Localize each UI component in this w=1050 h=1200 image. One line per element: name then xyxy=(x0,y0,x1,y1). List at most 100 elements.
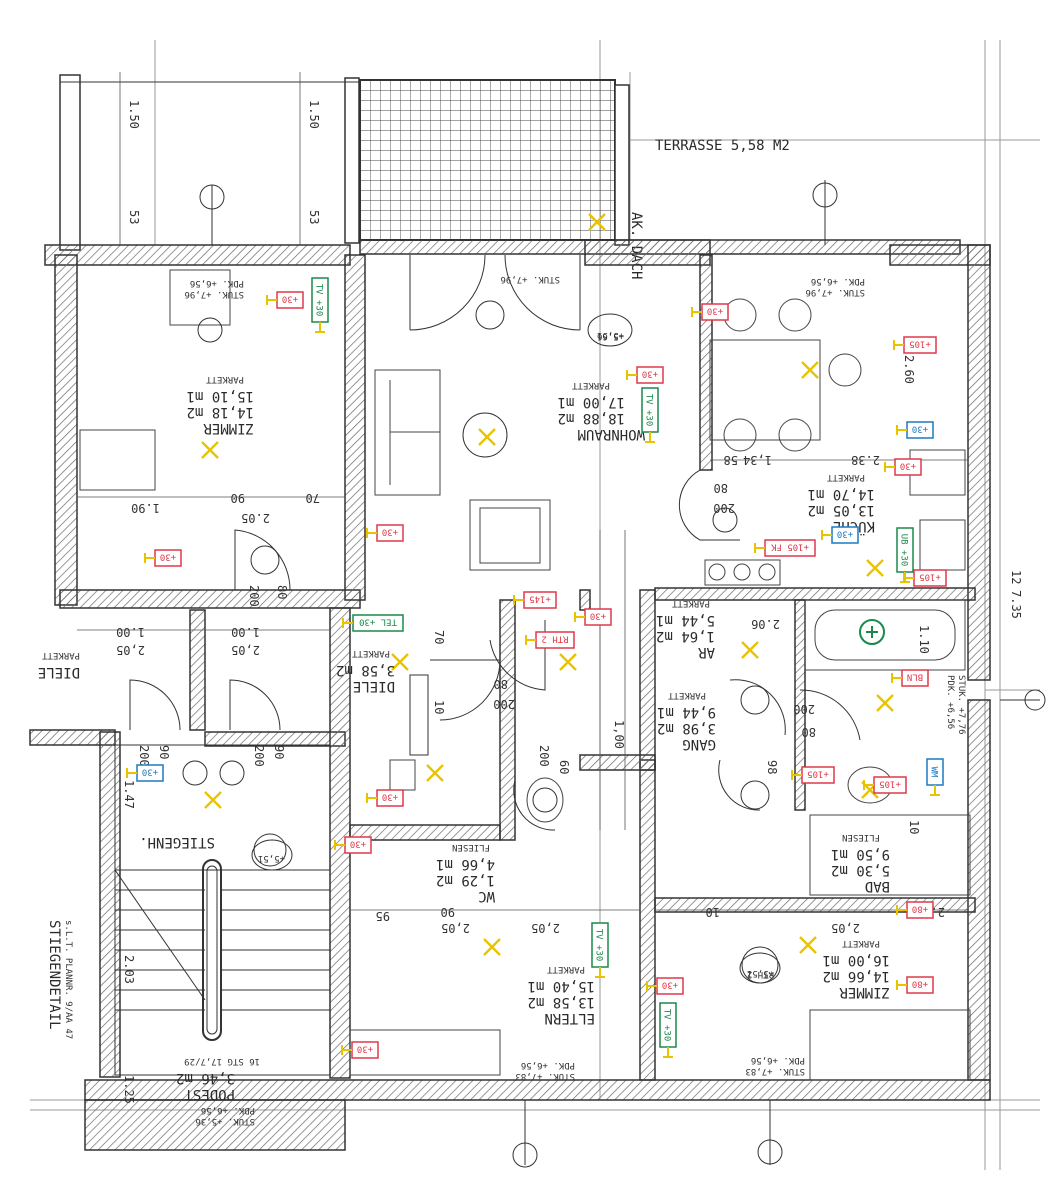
floor-height: PDK. +6,56 xyxy=(751,1055,805,1065)
terrace-label: TERRASSE 5,58 M2 xyxy=(655,138,790,154)
outlet-tag-label: +105 xyxy=(879,779,901,789)
room-floor: FLIESEN xyxy=(452,842,490,852)
outlet-tag: TV +30 xyxy=(311,277,329,333)
dimension: 80 xyxy=(714,481,728,495)
socket-icon xyxy=(896,905,907,915)
room-label-eltern: ELTERN 13,58 m2 15,40 m1 PARKETT xyxy=(528,964,595,1026)
room-floor: PARKETT xyxy=(205,374,244,384)
outlet-tag-label: +30 xyxy=(707,306,723,316)
outlet-tag-label: +30 xyxy=(382,792,398,802)
ceiling-height: STUK. +7,83 xyxy=(745,1066,805,1076)
room-label-zimmer1: ZIMMER 14,18 m2 15,10 m1 PARKETT xyxy=(187,374,254,436)
floor-height: PDK. +6,56 xyxy=(811,276,865,286)
outlet-tag-label: +30 xyxy=(160,552,176,562)
room-area: 1,64 m2 xyxy=(656,628,715,644)
room-perimeter: 14,70 m1 xyxy=(808,486,875,502)
ceiling-light-icon xyxy=(797,934,819,956)
room-perimeter: 15,10 m1 xyxy=(187,388,254,404)
room-name: AR xyxy=(698,644,715,660)
outlet-tag-label: +30 xyxy=(357,1044,373,1054)
socket-icon xyxy=(266,295,277,305)
ceiling-light-icon xyxy=(481,936,503,958)
outlet-tag-label: +30 xyxy=(912,424,928,434)
floor-height: PDK. +6,56 xyxy=(945,675,955,729)
dimension: 60 xyxy=(557,760,571,774)
room-name: PODEST xyxy=(184,1086,235,1102)
ceiling-light-icon xyxy=(199,439,221,461)
smoke-detectors xyxy=(251,313,781,984)
smoke-detector-value: +5,51 xyxy=(747,968,774,978)
room-floor: PARKETT xyxy=(841,938,880,948)
ceiling-light-icon xyxy=(476,426,498,448)
dimension: 7.35 xyxy=(1009,590,1023,619)
socket-icon xyxy=(334,840,345,850)
dimension: 200 xyxy=(713,501,735,515)
socket-icon xyxy=(663,1047,673,1058)
terrace: TERRASSE 5,58 M2 AK. DACH xyxy=(59,74,790,279)
outlet-tag: TV +30 xyxy=(659,1002,677,1058)
socket-icon xyxy=(863,780,874,790)
outlet-tag-label: +105 xyxy=(807,769,829,779)
room-labels: ZIMMER 14,18 m2 15,10 m1 PARKETT WOHNRAU… xyxy=(38,374,890,1102)
outlet-tag: +30 xyxy=(884,458,922,476)
room-perimeter: 5,44 m1 xyxy=(656,612,715,628)
floor-height: PDK. +6,56 xyxy=(521,1060,575,1070)
outlet-tag-label: +105 xyxy=(919,572,941,582)
ceiling-height: STUK. +7,76 xyxy=(956,675,966,735)
dimension: 10 xyxy=(706,905,720,919)
socket-icon xyxy=(930,785,940,796)
room-name: ZIMMER xyxy=(203,420,254,436)
room-label-podest: PODEST 3,46 m2 16 STG 17,7/29 xyxy=(176,1056,260,1102)
dimension: 1.50 xyxy=(307,100,321,129)
dimension: 1.25 xyxy=(122,1075,136,1104)
outlet-tag-label: +145 xyxy=(529,594,551,604)
outlet-tag: +30 xyxy=(574,608,612,626)
outlet-tag-label: +30 xyxy=(382,527,398,537)
ceiling-light-icon xyxy=(874,692,896,714)
ceiling-light-icon xyxy=(424,762,446,784)
outlet-tag: +30 xyxy=(144,549,182,567)
outlet-tag-label: BLN xyxy=(907,672,923,682)
socket-icon xyxy=(645,432,655,443)
dimension: 1.47 xyxy=(122,780,136,809)
dimension: 53 xyxy=(127,210,141,224)
dimension: 2,05 xyxy=(231,643,260,657)
dimension: 2,05 xyxy=(531,921,560,935)
dimension: 2,05 xyxy=(831,921,860,935)
room-floor: PARKETT xyxy=(826,472,865,482)
room-label-gang: GANG 3,98 m2 9,44 m1 PARKETT xyxy=(657,690,716,752)
socket-icon xyxy=(821,530,832,540)
dimension: 80 xyxy=(494,677,508,691)
outlet-tag: +105 xyxy=(863,776,907,794)
outlet-tag-label: TEL +30 xyxy=(359,617,397,627)
dimension: 2,05 xyxy=(441,921,470,935)
outlet-tag: +30 xyxy=(691,303,729,321)
socket-icon xyxy=(893,340,904,350)
smoke-detector-value: +5,51 xyxy=(597,330,624,340)
stair-detail-note: STIEGENDETAIL s.L.T. PLANNR. 9/AA 47 xyxy=(46,920,73,1039)
room-area: 18,88 m2 xyxy=(558,410,625,426)
room-area: 14,18 m2 xyxy=(187,404,254,420)
dimension: 1.00 xyxy=(116,625,145,639)
socket-icon xyxy=(513,595,524,605)
dimension: 53 xyxy=(307,210,321,224)
outlet-tag: +30 xyxy=(366,789,404,807)
dimension: 1.10 xyxy=(917,625,931,654)
outlet-tag: +80 xyxy=(896,901,934,919)
room-perimeter: 17,00 m1 xyxy=(558,394,625,410)
outlet-tag-label: TV +30 xyxy=(314,284,324,317)
socket-icon xyxy=(691,307,702,317)
dimension: 58 xyxy=(724,453,738,467)
socket-icon xyxy=(891,673,902,683)
outlet-tag: +30 xyxy=(341,1041,379,1059)
socket-icon xyxy=(896,980,907,990)
ceiling-height: STUK. +5,36 xyxy=(195,1116,255,1126)
dimension: 1.50 xyxy=(127,100,141,129)
socket-icon xyxy=(341,1045,352,1055)
socket-icon xyxy=(525,635,536,645)
dimension: 2.38 xyxy=(851,453,880,467)
ceiling-height: STUK. +7,96 xyxy=(805,287,865,297)
socket-icon xyxy=(574,612,585,622)
dimension: 90 xyxy=(157,745,171,759)
room-label-stiegenhaus: STIEGENH. xyxy=(139,834,215,850)
